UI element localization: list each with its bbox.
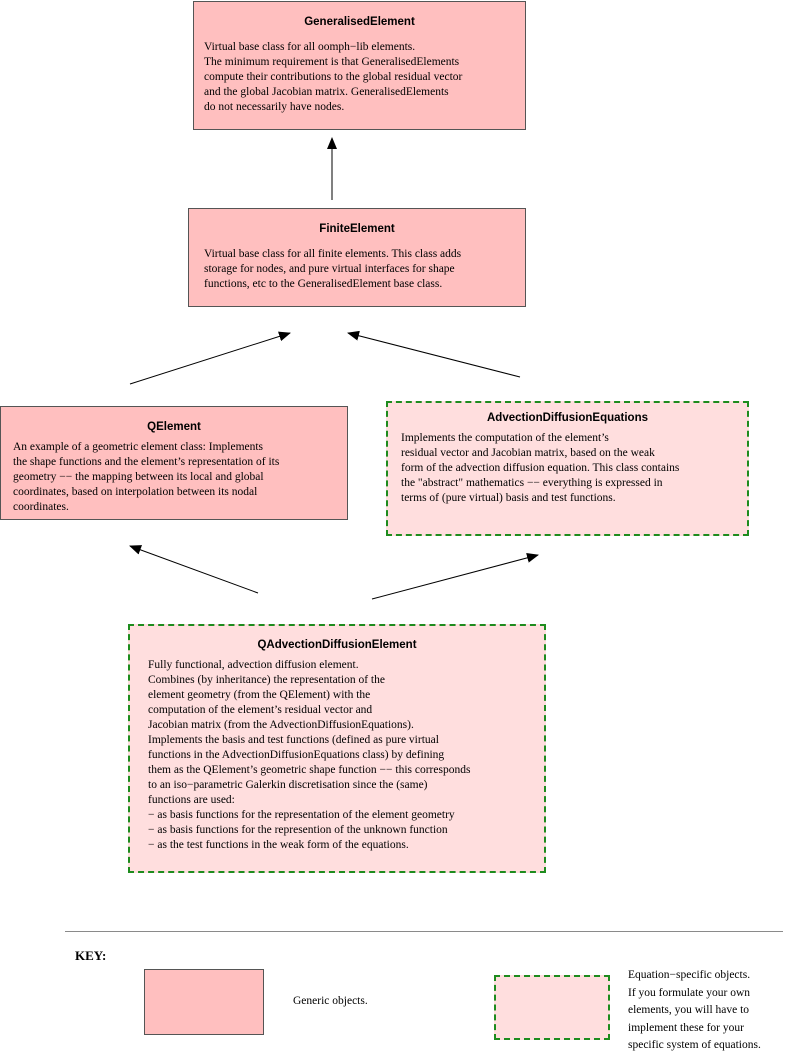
qadvection-diffusion-element-description: Fully functional, advection diffusion el… [148, 659, 471, 851]
key-label: KEY: [75, 948, 107, 963]
finite-element-box: FiniteElement Virtual base class for all… [188, 208, 526, 307]
key-specific-swatch [494, 975, 610, 1040]
advection-diffusion-equations-description: Implements the computation of the elemen… [401, 432, 680, 504]
key-generic-text: Generic objects. [293, 995, 368, 1007]
key-generic-swatch [144, 969, 264, 1035]
arrow-qadv-to-qelement [129, 545, 259, 594]
qadvection-diffusion-element-title: QAdvectionDiffusionElement [257, 639, 417, 651]
qelement-title: QElement [147, 421, 201, 433]
arrow-qadv-to-adv-eq [371, 552, 539, 600]
advection-diffusion-equations-title: AdvectionDiffusionEquations [487, 412, 648, 424]
qelement-description: An example of a geometric element class:… [13, 441, 280, 513]
qelement-box: QElement An example of a geometric eleme… [0, 406, 348, 520]
generalised-element-description: Virtual base class for all oomph−lib ele… [204, 41, 463, 113]
arrow-qelement-to-finite [129, 331, 291, 385]
arrow-adv-eq-to-finite [347, 330, 521, 378]
key-specific-text: Equation−specific objects. If you formul… [628, 969, 761, 1051]
key-divider [65, 931, 783, 932]
finite-element-title: FiniteElement [319, 223, 395, 235]
qadvection-diffusion-element-box: QAdvectionDiffusionElement Fully functio… [128, 624, 546, 873]
advection-diffusion-equations-box: AdvectionDiffusionEquations Implements t… [386, 401, 749, 536]
finite-element-description: Virtual base class for all finite elemen… [204, 248, 462, 290]
generalised-element-box: GeneralisedElement Virtual base class fo… [193, 1, 526, 130]
generalised-element-title: GeneralisedElement [304, 16, 415, 28]
